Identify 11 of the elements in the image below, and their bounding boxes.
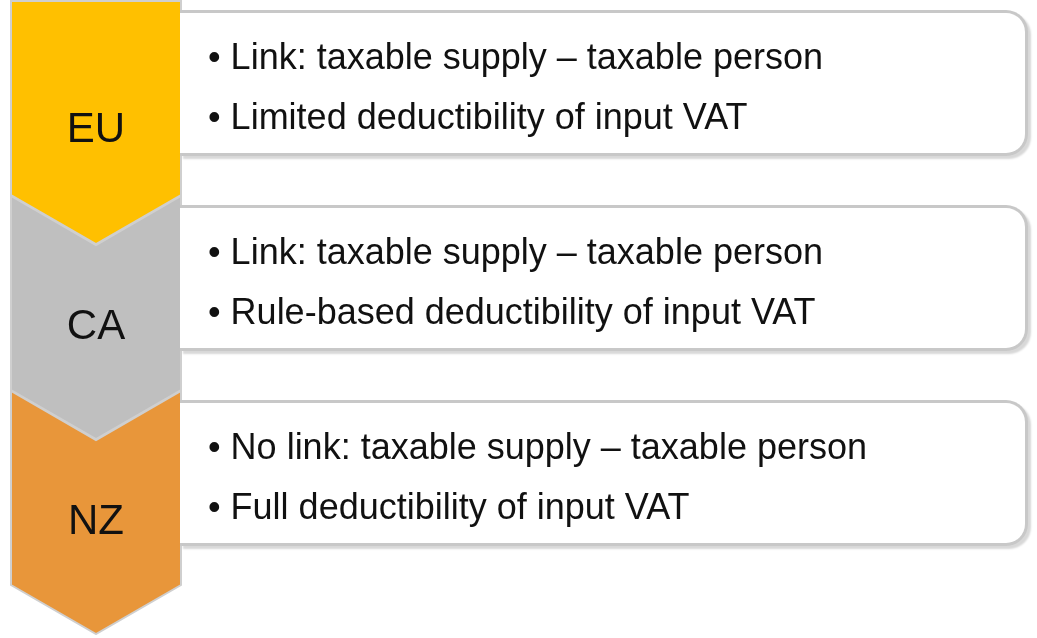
- region-label: NZ: [67, 496, 125, 544]
- region-label: CA: [65, 301, 127, 349]
- text-panel: [180, 10, 1028, 156]
- text-panel: [180, 400, 1028, 546]
- bullet-item: • Link: taxable supply – taxable person: [208, 35, 824, 79]
- text-panel: [180, 205, 1028, 351]
- bullet-item: • Limited deductibility of input VAT: [208, 95, 749, 139]
- bullet-item: • Rule-based deductibility of input VAT: [208, 290, 817, 334]
- bullet-item: • Full deductibility of input VAT: [208, 485, 691, 529]
- bullet-item: • No link: taxable supply – taxable person: [208, 425, 868, 469]
- bullet-item: • Link: taxable supply – taxable person: [208, 230, 824, 274]
